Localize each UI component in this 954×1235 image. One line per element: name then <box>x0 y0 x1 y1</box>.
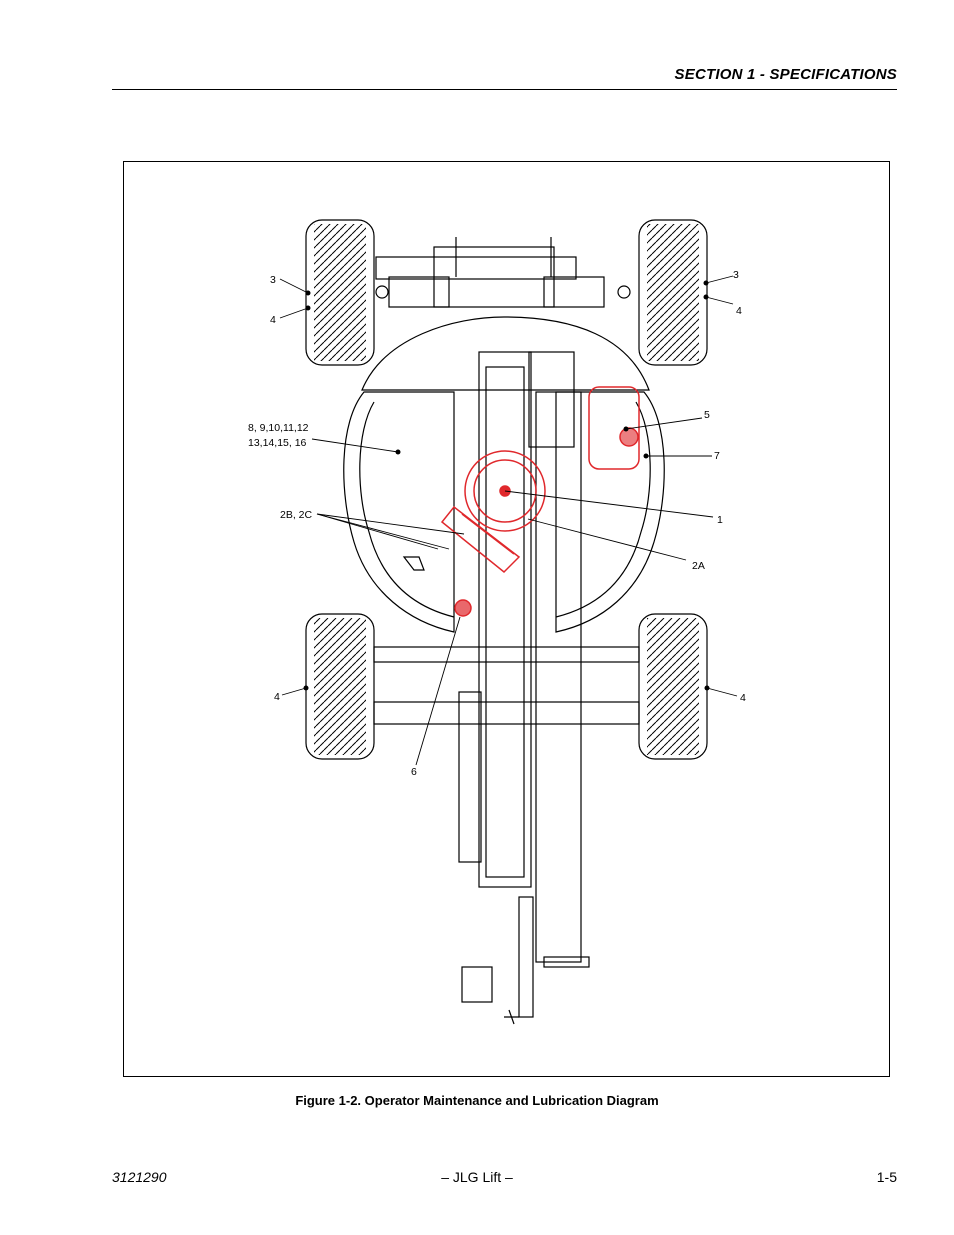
callout-item-6: 6 <box>411 766 417 778</box>
callout-front-left-4: 4 <box>270 314 276 326</box>
callout-item-7: 7 <box>714 450 720 462</box>
callout-front-right-4: 4 <box>736 305 742 317</box>
callout-items-2b-2c: 2B, 2C <box>280 509 313 521</box>
boom <box>458 351 590 1025</box>
figure-caption: Figure 1-2. Operator Maintenance and Lub… <box>295 1093 659 1108</box>
wheel-rear-right <box>638 613 708 760</box>
callout-items-8-line1: 8, 9,10,11,12 <box>248 422 309 434</box>
footer-page-number: 1-5 <box>876 1169 897 1185</box>
header-rule <box>112 89 897 90</box>
wheel-front-left <box>305 219 389 366</box>
callout-item-1: 1 <box>717 514 723 526</box>
footer-center-text: – JLG Lift – <box>441 1169 513 1185</box>
figure-frame: 3 4 3 4 8, 9,10,11,12 13,14,15, 16 2B, 2… <box>123 161 890 1077</box>
callout-rear-left-4: 4 <box>274 691 280 703</box>
callout-rear-right-4: 4 <box>740 692 746 704</box>
footer-doc-number: 3121290 <box>112 1169 167 1185</box>
engine-oil-highlight <box>454 599 472 617</box>
front-axle <box>375 237 605 308</box>
reservoir-highlight <box>588 386 640 470</box>
callout-item-5: 5 <box>704 409 710 421</box>
lubrication-diagram-drawing <box>279 219 738 1025</box>
callout-front-left-3: 3 <box>270 274 276 286</box>
swing-bearing-highlight <box>464 450 546 532</box>
section-header-title: SECTION 1 - SPECIFICATIONS <box>674 66 897 83</box>
wheel-rear-left <box>305 613 375 760</box>
tank-outline <box>402 556 425 571</box>
wheel-front-right <box>617 219 708 366</box>
callout-item-2a: 2A <box>692 560 705 572</box>
turntable-body <box>343 316 665 633</box>
rear-axle <box>373 646 640 725</box>
callout-front-right-3: 3 <box>733 269 739 281</box>
swing-drive-highlight <box>440 505 521 574</box>
callout-items-8-line2: 13,14,15, 16 <box>248 437 307 449</box>
